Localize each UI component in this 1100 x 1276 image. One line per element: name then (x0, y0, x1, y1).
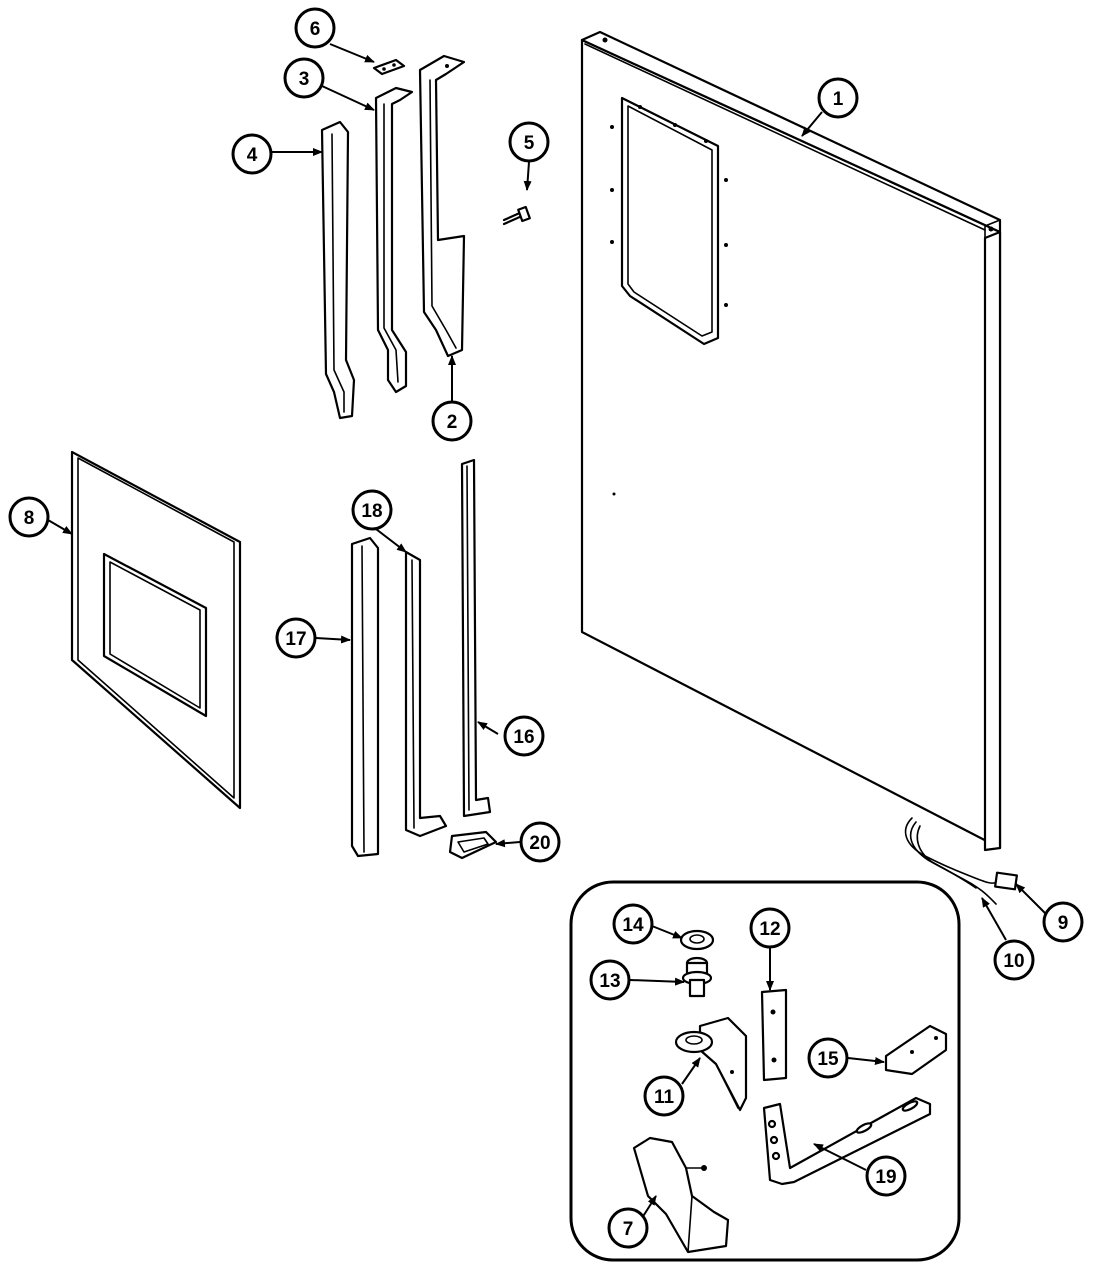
part-9-10-wire-harness (904, 817, 1018, 905)
callout-20: 20 (519, 821, 561, 863)
callout-1: 1 (817, 77, 859, 119)
part-3-bracket (374, 86, 414, 394)
part-4-trim-strip (320, 120, 356, 420)
svg-text:10: 10 (1003, 951, 1024, 972)
callout-3: 3 (283, 57, 325, 99)
svg-text:1: 1 (833, 89, 844, 110)
svg-text:5: 5 (524, 133, 535, 154)
part-8-front-panel (70, 450, 242, 810)
callout-5: 5 (508, 121, 550, 163)
svg-text:8: 8 (24, 508, 35, 529)
part-16-trim-strip (460, 458, 492, 818)
callout-7: 7 (607, 1207, 649, 1249)
part-20-clip (448, 830, 498, 860)
callout-18: 18 (351, 489, 393, 531)
part-18-trim-strip (404, 550, 448, 838)
svg-text:11: 11 (654, 1087, 675, 1108)
leader-lines (47, 43, 1047, 1219)
svg-text:12: 12 (759, 919, 780, 940)
part-11-hinge-bracket (674, 1016, 748, 1112)
callout-13: 13 (589, 959, 631, 1001)
callout-17: 17 (275, 617, 317, 659)
svg-text:2: 2 (447, 412, 458, 433)
part-12-plate (760, 988, 788, 1082)
svg-text:9: 9 (1058, 913, 1069, 934)
part-1-door-panel (580, 30, 1002, 852)
svg-text:17: 17 (285, 629, 306, 650)
callout-11: 11 (643, 1075, 685, 1117)
svg-text:15: 15 (817, 1049, 839, 1070)
part-13-hinge-pin (681, 956, 713, 998)
callout-6: 6 (294, 7, 336, 49)
callout-2: 2 (431, 400, 473, 442)
svg-text:20: 20 (529, 833, 550, 854)
callout-14: 14 (612, 903, 654, 945)
svg-text:3: 3 (299, 69, 310, 90)
part-2-hinge-cover (418, 54, 466, 358)
part-7-hinge-cover (632, 1136, 730, 1254)
svg-text:18: 18 (361, 501, 382, 522)
svg-text:13: 13 (599, 971, 620, 992)
svg-text:7: 7 (623, 1219, 634, 1240)
part-5-screw (502, 205, 531, 226)
part-19-bracket (762, 1096, 932, 1186)
svg-text:19: 19 (875, 1167, 896, 1188)
callout-4: 4 (231, 133, 273, 175)
svg-text:4: 4 (247, 145, 258, 166)
callout-16: 16 (503, 715, 545, 757)
part-6-clip (372, 58, 406, 76)
part-15-bracket (884, 1024, 948, 1076)
callout-8: 8 (8, 496, 50, 538)
svg-text:6: 6 (310, 19, 321, 40)
part-14-washer (679, 929, 715, 951)
callout-12: 12 (749, 907, 791, 949)
svg-text:14: 14 (622, 915, 644, 936)
svg-text:16: 16 (513, 727, 534, 748)
callout-19: 19 (865, 1155, 907, 1197)
callout-9: 9 (1042, 901, 1084, 943)
callout-10: 10 (993, 939, 1035, 981)
part-17-trim-strip (350, 536, 380, 858)
callout-15: 15 (807, 1037, 849, 1079)
